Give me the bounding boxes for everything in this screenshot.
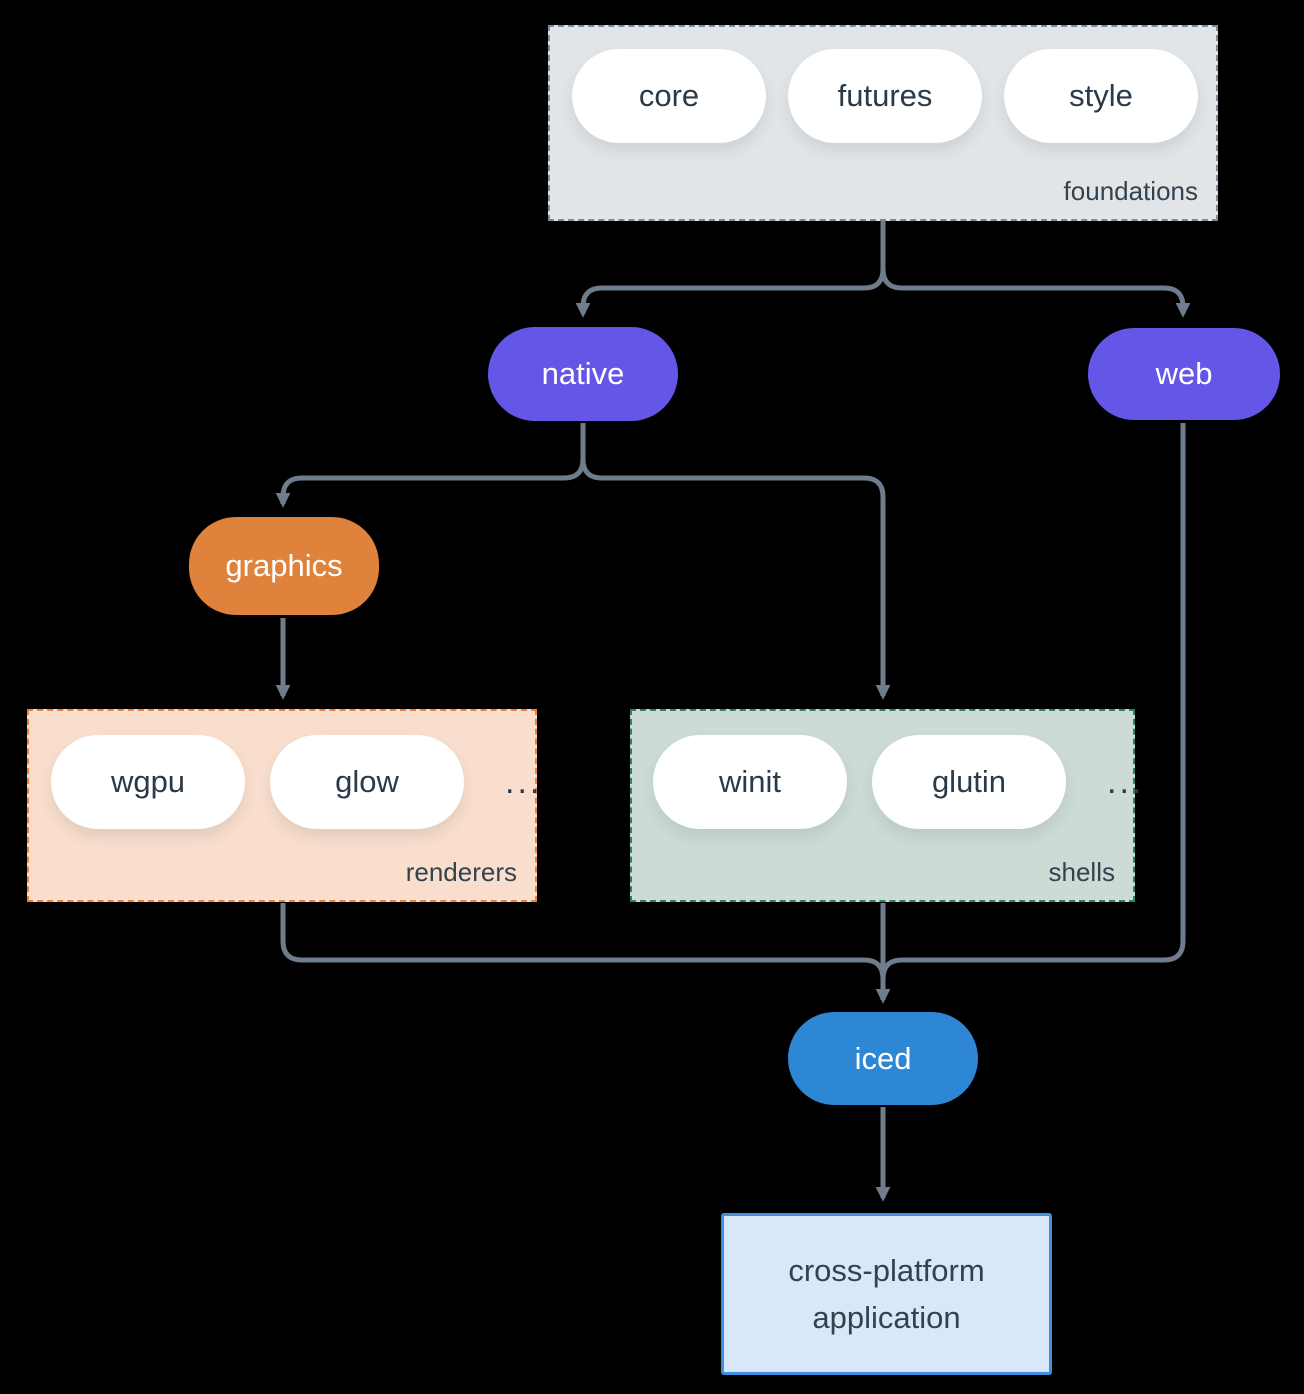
connector-renderers-merge	[280, 903, 886, 988]
connector-native-shells	[580, 423, 891, 700]
crate-futures: futures	[788, 49, 982, 143]
node-web: web	[1088, 328, 1280, 420]
application-label-line2: application	[812, 1300, 961, 1335]
crate-glutin: glutin	[872, 735, 1066, 829]
shells-group: winit glutin ... shells	[630, 709, 1141, 902]
crate-wgpu: wgpu	[51, 735, 245, 829]
connector-foundations-native	[575, 221, 886, 318]
connector-native-graphics	[275, 423, 586, 508]
crate-glow: glow	[270, 735, 464, 829]
node-iced: iced	[788, 1012, 978, 1105]
renderers-group-label: renderers	[405, 857, 517, 887]
renderers-ellipsis: ...	[505, 762, 543, 801]
application-label-line1: cross-platform	[788, 1253, 985, 1288]
shells-group-label: shells	[1048, 857, 1115, 887]
node-native: native	[488, 327, 678, 421]
connector-web-merge	[880, 423, 1186, 988]
renderers-group: wgpu glow ... renderers	[27, 709, 539, 902]
connector-foundations-web	[880, 221, 1191, 318]
shells-ellipsis: ...	[1107, 762, 1145, 801]
application-box: cross-platform application	[721, 1213, 1052, 1375]
crate-core: core	[572, 49, 766, 143]
node-graphics: graphics	[189, 517, 379, 615]
crate-winit: winit	[653, 735, 847, 829]
foundations-group-label: foundations	[1063, 176, 1198, 206]
foundations-group: core futures style foundations	[548, 25, 1218, 221]
crate-style: style	[1004, 49, 1198, 143]
